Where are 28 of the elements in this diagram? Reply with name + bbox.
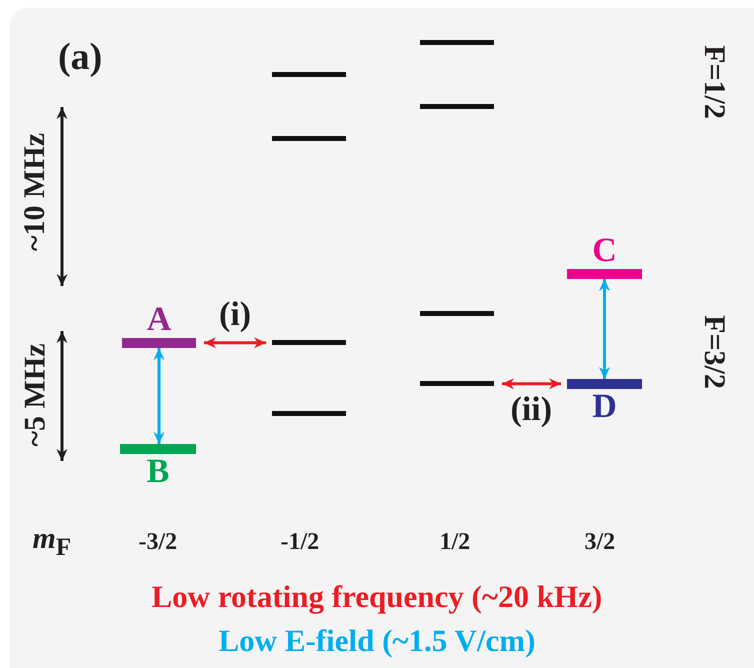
energy-level xyxy=(420,311,494,316)
energy-level xyxy=(272,340,346,345)
arrow xyxy=(502,378,561,390)
energy-level xyxy=(420,40,494,45)
dimension-label: ~5 MHz xyxy=(18,343,52,447)
level-group-label: F=3/2 xyxy=(696,315,731,389)
panel-label: (a) xyxy=(58,36,102,78)
energy-level xyxy=(420,381,494,386)
level-label: D xyxy=(592,389,617,425)
axis-tick-label: -3/2 xyxy=(138,528,178,556)
energy-level xyxy=(272,72,346,77)
energy-level xyxy=(420,104,494,109)
axis-label: m$_{F}$ xyxy=(32,522,72,562)
axis-tick-label: 3/2 xyxy=(584,528,616,556)
level-group-label: F=1/2 xyxy=(696,45,731,119)
axis-tick-label: 1/2 xyxy=(440,528,470,556)
level-label: C xyxy=(592,233,617,269)
arrow xyxy=(154,348,164,444)
dimension-label: ~10 MHz xyxy=(18,132,52,252)
arrow xyxy=(204,337,266,348)
energy-level xyxy=(272,136,346,141)
energy-level xyxy=(272,411,346,416)
level-label: A xyxy=(146,302,172,338)
arrow xyxy=(599,279,610,379)
axis-tick-label: -1/2 xyxy=(280,528,320,556)
level-label: B xyxy=(146,454,170,490)
legend-text: Low rotating frequency (~20 kHz) xyxy=(152,578,602,614)
legend-text: Low E-field (~1.5 V/cm) xyxy=(218,622,536,658)
